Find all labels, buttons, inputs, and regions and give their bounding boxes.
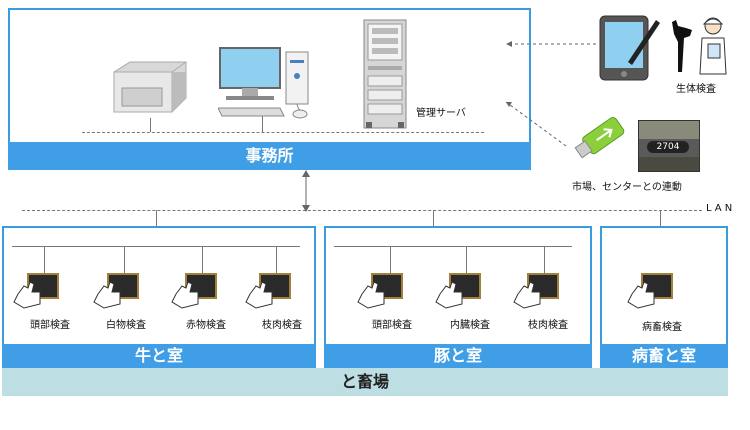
usb-drive-icon xyxy=(574,117,625,159)
lan-line xyxy=(22,210,702,211)
tablet-icon xyxy=(599,15,660,81)
linkage-label: 市場、センターとの連動 xyxy=(572,182,682,193)
cattle-device-label: 赤物検査 xyxy=(186,320,226,331)
touch-terminal-icon[interactable] xyxy=(624,272,674,312)
office-network-line xyxy=(82,132,484,133)
cow-icon xyxy=(672,20,692,72)
cattle-device-label: 枝肉検査 xyxy=(262,320,302,331)
office-title: 事務所 xyxy=(8,142,531,170)
touch-terminal-icon[interactable] xyxy=(242,272,292,312)
server-rack-icon xyxy=(363,19,407,129)
touch-terminal-icon[interactable] xyxy=(354,272,404,312)
ear-tag-photo: 2704 xyxy=(638,120,700,172)
cattle-device-label: 頭部検査 xyxy=(30,320,70,331)
touch-terminal-icon[interactable] xyxy=(90,272,140,312)
ear-tag-number: 2704 xyxy=(647,141,689,153)
inspection-label: 生体検査 xyxy=(676,84,716,95)
data-flow-arrows xyxy=(505,41,596,147)
touch-terminal-icon[interactable] xyxy=(432,272,482,312)
touch-terminal-icon[interactable] xyxy=(510,272,560,312)
pig-device-label: 頭部検査 xyxy=(372,320,412,331)
desktop-computer-icon xyxy=(218,47,309,119)
pig-device-label: 枝肉検査 xyxy=(528,320,568,331)
lan-connection-arrow xyxy=(302,170,310,212)
sick-device-label: 病畜検査 xyxy=(642,322,682,333)
sick-animal-room-title: 病畜と室 xyxy=(600,344,728,368)
printer-icon xyxy=(113,61,187,113)
cattle-device-label: 白物検査 xyxy=(106,320,146,331)
touch-terminal-icon[interactable] xyxy=(168,272,218,312)
lan-label: L A N xyxy=(706,203,733,214)
server-label: 管理サーバ xyxy=(416,108,466,119)
inspector-icon xyxy=(699,17,727,75)
pig-device-label: 内臓検査 xyxy=(450,320,490,331)
pig-room-title: 豚と室 xyxy=(324,344,592,368)
cattle-room-title: 牛と室 xyxy=(2,344,316,368)
slaughterhouse-band: と畜場 xyxy=(2,368,728,396)
touch-terminal-icon[interactable] xyxy=(10,272,60,312)
